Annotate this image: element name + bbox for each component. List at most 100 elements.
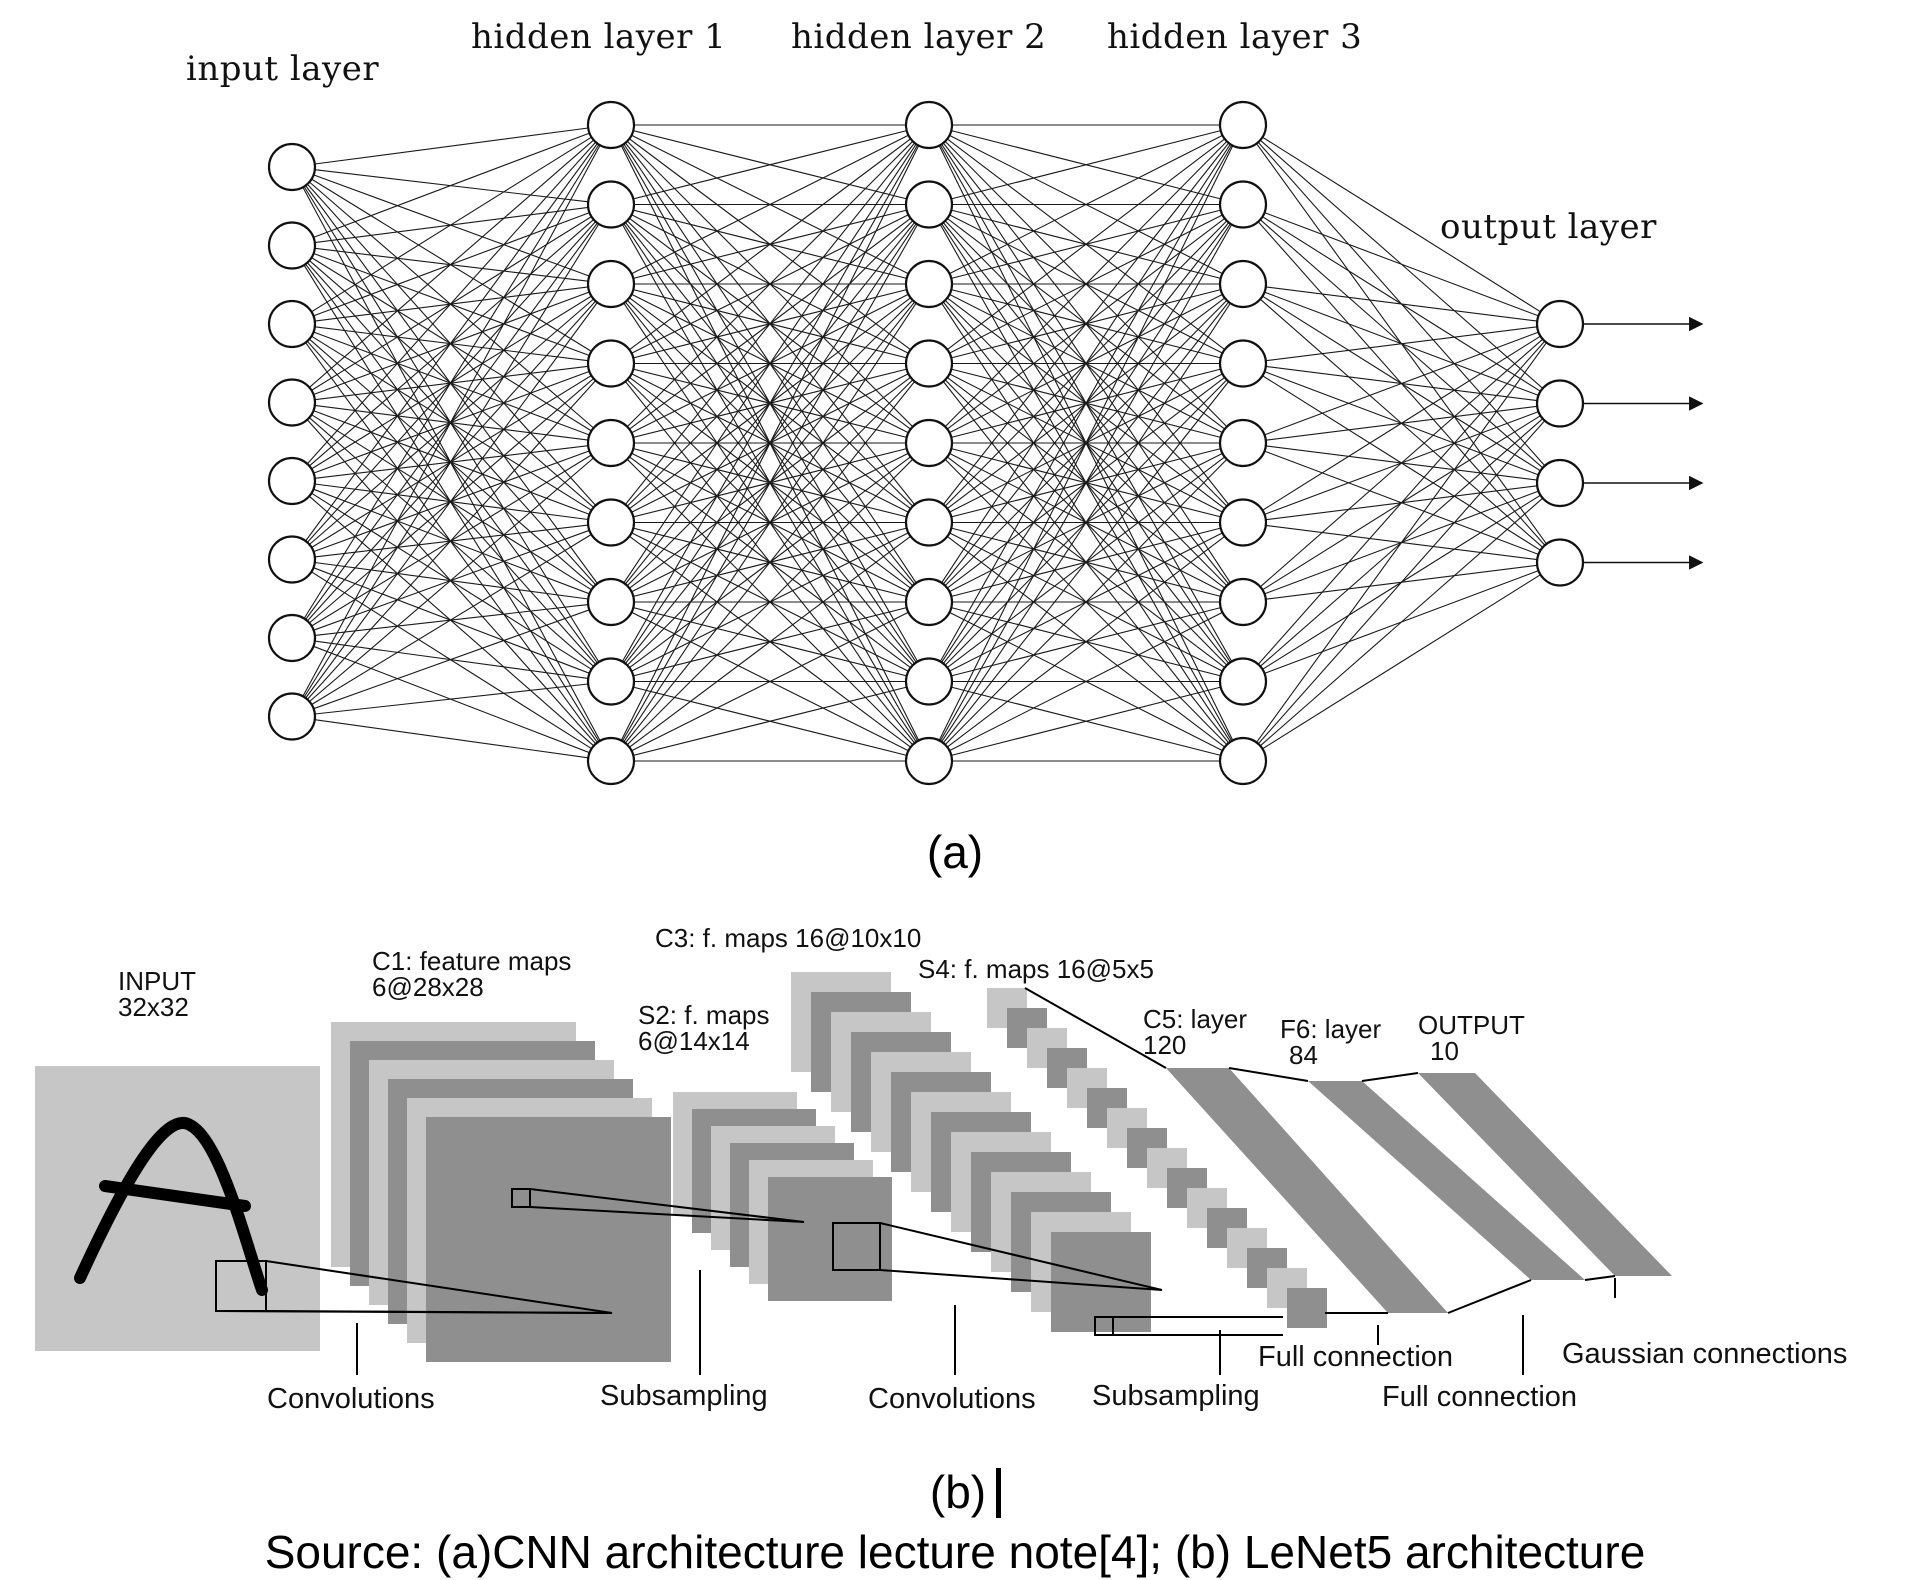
connection-edge [305, 143, 598, 542]
s4-map [1287, 1288, 1327, 1328]
label-op-gaussian-connections: Gaussian connections [1562, 1338, 1847, 1370]
connection-edge [309, 139, 594, 388]
hidden-3-neuron [1218, 100, 1268, 150]
hidden-1-neuron [586, 418, 636, 468]
connection-edge [303, 144, 600, 619]
hidden-2-neuron [904, 736, 954, 786]
input-image [35, 1066, 320, 1351]
connection-edge [1265, 326, 1538, 362]
label-c5-title: C5: layer [1143, 1004, 1247, 1034]
connection-edge [313, 609, 590, 710]
hidden-2-neuron [904, 418, 954, 468]
connection-edge [311, 534, 592, 705]
connection-edge [1262, 136, 1541, 313]
panel-a-neural-network: input layer hidden layer 1 hidden layer … [186, 17, 1704, 878]
hidden-3-neuron [1218, 259, 1268, 309]
connection-edge [624, 381, 916, 744]
connection-edge [623, 302, 917, 743]
label-hidden-layer-1: hidden layer 1 [471, 17, 726, 57]
connection-edge [946, 138, 1226, 351]
connection-edge [1262, 335, 1541, 511]
connection-edge [623, 143, 917, 584]
connection-edge [1257, 340, 1546, 665]
hidden-2-neuron [904, 577, 954, 627]
hidden-1-neuron [586, 577, 636, 627]
connection-edge [631, 134, 909, 275]
label-f6-title: F6: layer [1280, 1014, 1381, 1044]
connection-edge [1259, 338, 1544, 588]
connection-edge [303, 223, 600, 698]
label-c5-size: 120 [1143, 1030, 1186, 1060]
connection-edge [944, 459, 1228, 745]
connection-edge [629, 535, 911, 748]
hidden-3-neuron [1218, 577, 1268, 627]
c1-feature-maps [331, 1022, 671, 1362]
output-neuron [1535, 379, 1585, 428]
connection-edge [626, 458, 914, 746]
block-labels: INPUT 32x32 C1: feature maps 6@28x28 S2:… [118, 923, 1525, 1070]
connection-edge [313, 132, 590, 238]
label-hidden-layer-3: hidden layer 3 [1107, 17, 1362, 57]
connection-edge [1257, 420, 1546, 745]
output-arrows [1583, 316, 1704, 570]
connection-edge [314, 683, 589, 715]
hidden-1-neuron [586, 339, 636, 388]
input-neuron [267, 142, 317, 192]
connection-edge [942, 381, 1230, 744]
connection-edge [309, 457, 594, 702]
connection-edge [1262, 574, 1541, 750]
hidden-2-neuron [904, 339, 954, 388]
label-op-convolutions-2: Convolutions [868, 1383, 1036, 1415]
hidden-1-neuron [586, 736, 636, 786]
connection-edge [938, 145, 1234, 741]
label-c1-size: 6@28x28 [372, 972, 484, 1002]
input-neuron [267, 456, 317, 506]
label-op-full-connection-2: Full connection [1382, 1381, 1577, 1413]
label-output-title: OUTPUT [1418, 1010, 1525, 1040]
hidden-2-neuron [904, 259, 954, 309]
c5-layer-band [1166, 1068, 1448, 1313]
connection-edge [939, 224, 1233, 742]
hidden-1-neuron [586, 180, 636, 229]
panel-b-lenet5: INPUT 32x32 C1: feature maps 6@28x28 S2:… [35, 923, 1847, 1518]
hidden-2-neuron [904, 180, 954, 229]
operation-labels: Convolutions Subsampling Convolutions Su… [267, 1338, 1847, 1415]
connection-edge [314, 127, 589, 165]
label-input-size: 32x32 [118, 992, 189, 1022]
hidden-2-neuron [904, 498, 954, 547]
text-cursor [996, 1468, 1001, 1518]
input-neuron [267, 299, 317, 349]
connection-edge [944, 141, 1228, 427]
label-op-subsampling-2: Subsampling [1092, 1380, 1260, 1412]
connection-edge [1264, 331, 1539, 436]
label-c1-title: C1: feature maps [372, 946, 571, 976]
label-s4-title: S4: f. maps 16@5x5 [918, 954, 1154, 984]
connection-edge [1256, 342, 1547, 743]
hidden-3-neuron [1218, 418, 1268, 468]
hidden-1-neuron [586, 100, 636, 150]
hidden-3-neuron [1218, 736, 1268, 786]
connection-edge [1265, 286, 1538, 322]
hidden-3-neuron [1218, 180, 1268, 229]
operation-ticks [356, 1270, 1616, 1375]
connection-edge [624, 142, 916, 505]
connection-edge [941, 302, 1231, 743]
connection-edge [951, 686, 1221, 756]
connection-edge [314, 719, 589, 759]
label-s2-size: 6@14x14 [638, 1026, 750, 1056]
letter-a-glyph [74, 1117, 268, 1296]
connection-edge [951, 130, 1221, 200]
connection-edge [620, 145, 920, 741]
connection-edge [311, 136, 592, 313]
input-neuron [267, 535, 317, 584]
hidden-3-neuron [1218, 498, 1268, 547]
input-neuron [267, 221, 317, 270]
label-f6-size: 84 [1289, 1040, 1318, 1070]
connection-edge [1264, 212, 1539, 317]
network-edges [302, 124, 1547, 762]
label-op-full-connection-1: Full connection [1258, 1341, 1453, 1373]
connection-edge [633, 130, 907, 200]
receptive-field-lines [215, 987, 1616, 1336]
input-block [35, 1066, 320, 1351]
